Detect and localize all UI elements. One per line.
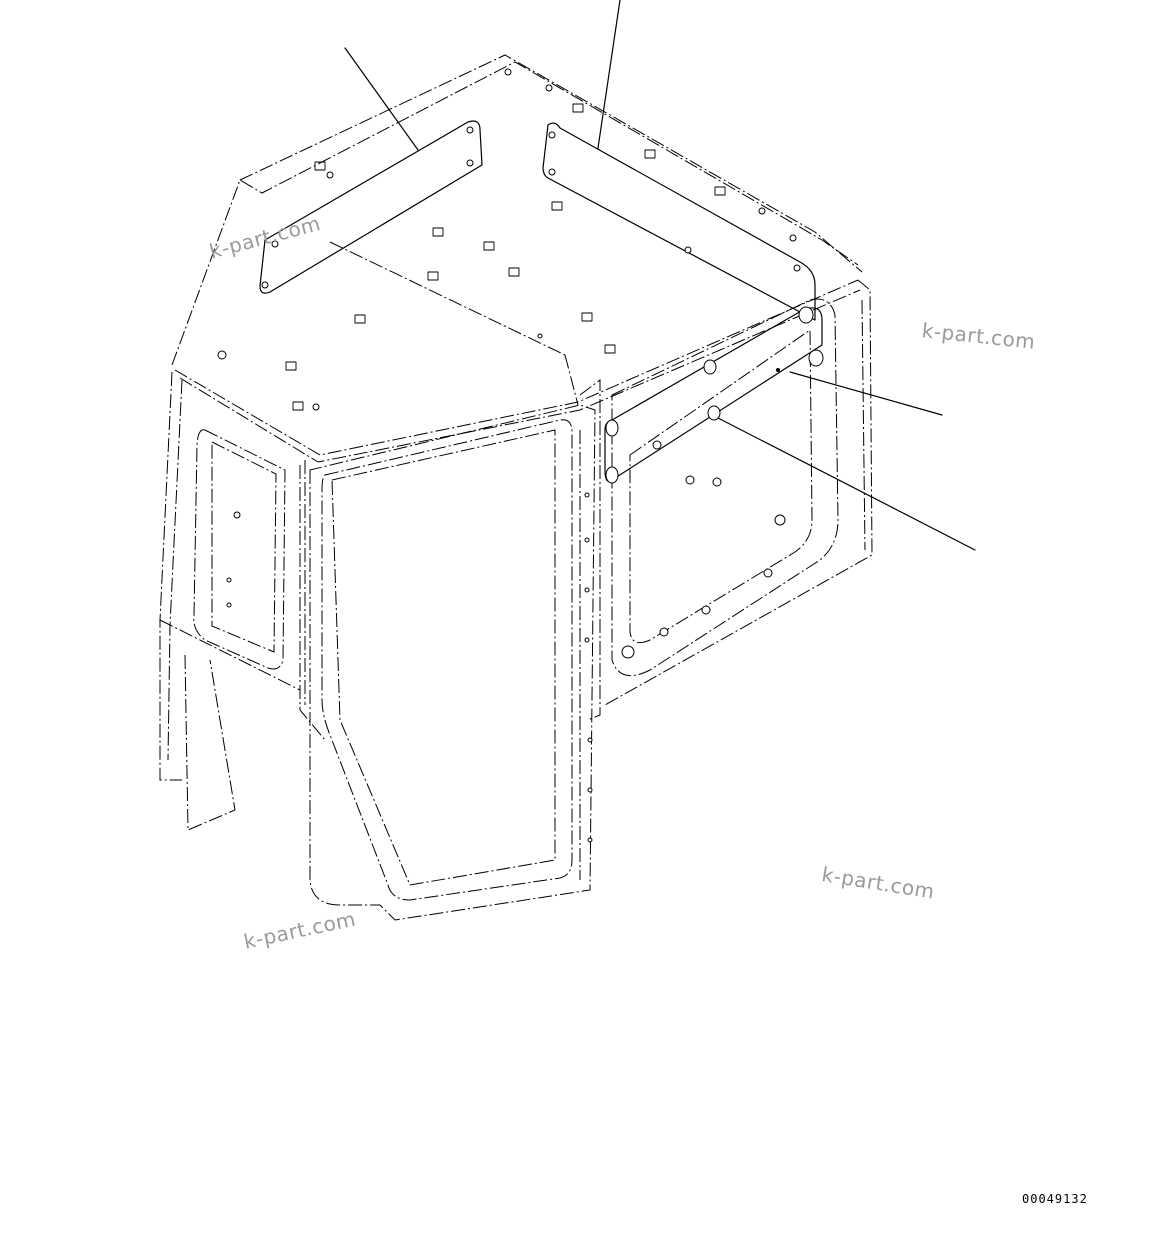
leader-lines: [344, 0, 976, 551]
left-roof-plate: [259, 120, 483, 294]
drawing-number: 00049132: [1022, 1192, 1088, 1206]
right-roof-plate: [542, 122, 816, 321]
roof-outline: [171, 54, 863, 463]
leader-bracket-upper: [789, 371, 943, 416]
side-bracket-plate: [604, 306, 824, 484]
leader-right-plate: [597, 0, 621, 149]
leader-left-plate: [344, 47, 419, 151]
left-rear-panel: [159, 371, 326, 831]
side-window-frame: [579, 279, 873, 721]
roof-bolts: [217, 68, 797, 411]
door-frame: [309, 404, 596, 921]
leader-bracket-lower: [717, 417, 976, 551]
frame-bolts: [226, 440, 786, 843]
